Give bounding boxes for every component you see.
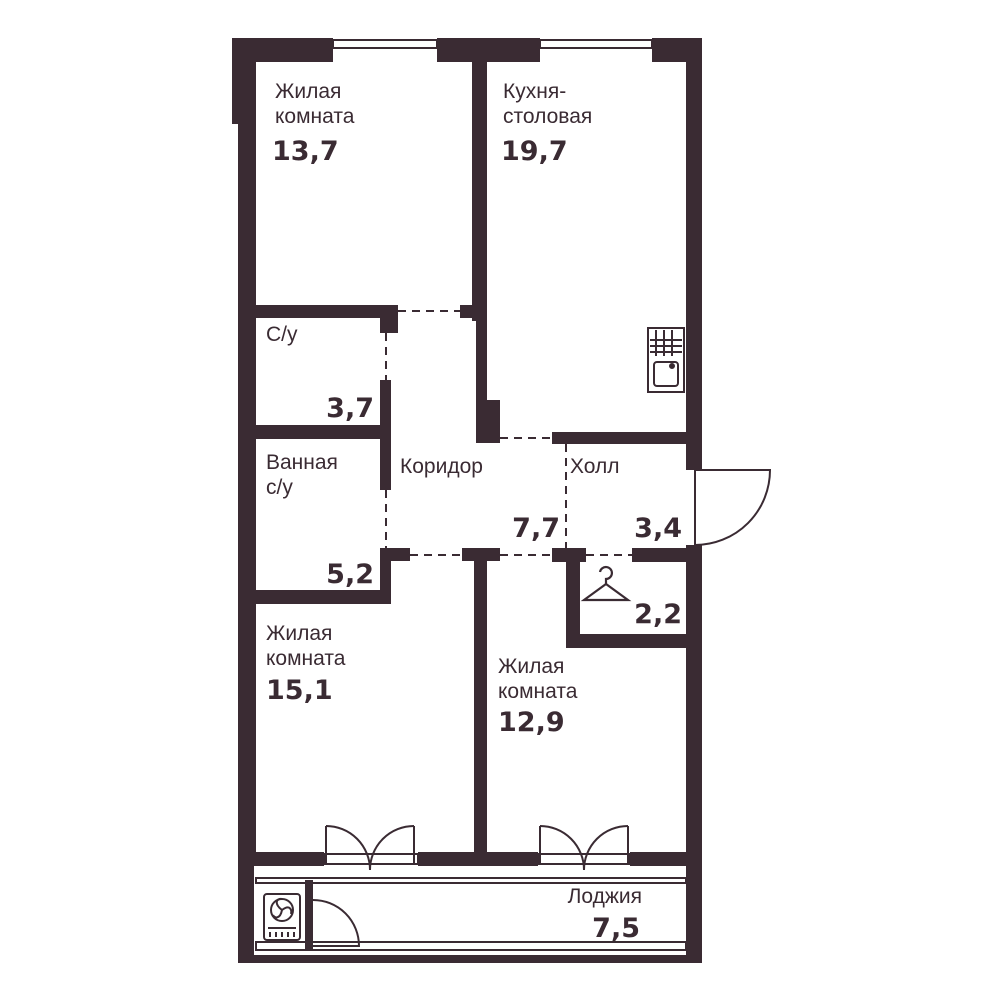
wall-bath-corner [380,548,410,561]
wall-wardrobe-bottom [566,634,688,648]
wall-kitchen-living [472,58,487,321]
balcony-door-left-b-swing [369,825,415,871]
room-area-living-1: 13,7 [272,136,339,167]
wall-living2-living3 [474,548,487,860]
sink-icon [647,327,685,393]
room-label-hall: Холл [570,455,620,478]
air-conditioner-icon [263,893,301,941]
room-area-living-3: 12,9 [498,707,565,738]
entry-door-swing [694,469,772,546]
balcony-door-left-a-swing [325,825,371,871]
openings [385,310,632,556]
room-area-living-2: 15,1 [266,675,333,706]
wall-kitchen-corner [476,400,500,443]
outer-wall-left-upper [232,38,256,124]
wall-wc-corner [380,305,398,333]
wall-living1-door-jamb [460,305,487,318]
room-label-corridor: Коридор [400,455,483,478]
room-area-hall: 3,4 [634,513,682,544]
loggia-wall-left [238,866,254,962]
room-label-living-1: Жилая комната [275,80,355,128]
room-label-bathroom: Ванная с/у [266,451,338,499]
outer-wall-right-upper [686,38,702,470]
loggia-glazing-bottom [255,941,687,951]
loggia-door-swing [312,899,361,947]
walls [232,38,702,963]
wall-bottom-left [238,852,324,866]
window-top-left [332,39,438,49]
room-area-bathroom: 5,2 [326,559,374,590]
loggia-glazing-top [255,877,687,884]
room-area-corridor: 7,7 [512,513,560,544]
wall-bath-right-lower [380,548,391,604]
doors [312,469,772,947]
room-label-kitchen: Кухня- столовая [503,80,593,128]
wall-kitchen-corridor [476,318,487,403]
loggia-wall-bottom [238,955,702,963]
room-area-loggia: 7,5 [592,913,640,944]
hanger-icon [580,565,632,602]
room-label-living-3: Жилая комната [498,655,578,703]
outer-wall-top-middle [437,38,540,62]
wall-bath-bottom [256,590,391,604]
wall-wc-bath [256,425,388,439]
wall-bottom-right [630,852,702,866]
outer-wall-right-lower [686,545,702,863]
room-label-living-2: Жилая комната [266,622,346,670]
room-area-wardrobe: 2,2 [634,599,682,630]
loggia-wall-right [686,866,702,962]
balcony-door-right-a-swing [539,825,585,871]
wall-living1-bottom [256,305,398,318]
wall-wardrobe-left [566,548,580,648]
loggia-partition [305,880,313,950]
room-area-kitchen: 19,7 [501,136,568,167]
balcony-door-right-b-swing [583,825,629,871]
room-area-wc: 3,7 [326,393,374,424]
outer-wall-left [238,118,256,860]
wall-hall-bottom [632,548,688,562]
room-label-wc: С/у [266,323,298,346]
window-top-right [539,39,653,49]
room-label-loggia: Лоджия [567,885,642,908]
wall-kitchen-bottom [552,432,688,444]
wall-bottom-middle [418,852,538,866]
